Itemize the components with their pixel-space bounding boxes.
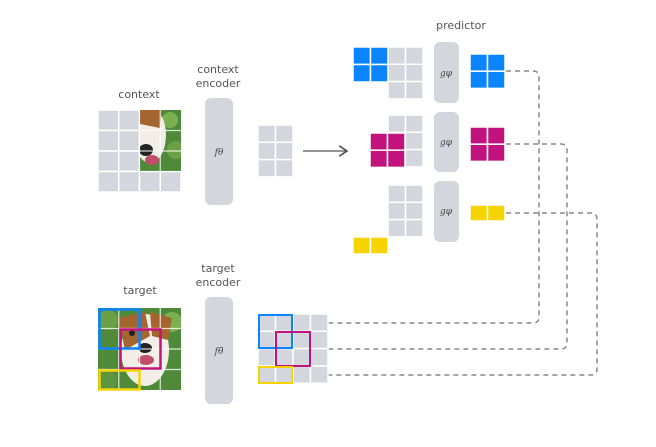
mask-token-patch [404,46,424,66]
context-block-1-patch [352,63,372,83]
target-embedding-patch [309,347,329,367]
context-patch [118,150,141,173]
target-embedding-patch [309,365,329,384]
target-embedding-patch [274,347,294,367]
predicted-block-2-patch [486,126,506,145]
mask-token-patch [404,80,424,100]
context-patch [97,109,120,132]
context-embedding-patch [257,158,277,178]
context-encoder-block [205,98,233,205]
predicted-block-1-patch [486,70,506,90]
context-embedding-patch [257,124,277,144]
predictor-rows [352,46,506,255]
predicted-block-2-patch [486,143,506,163]
target-label: target [123,284,157,297]
context-embedding-patch [274,158,294,178]
context-embedding-patch [257,141,277,161]
target-embedding-patch [257,313,277,333]
mask-token-patch [387,184,407,204]
target-embedding-patch [309,330,329,350]
target-embedding-patch [274,313,294,333]
context-patch [118,109,141,132]
predictor-block-2 [434,112,459,172]
dashed-connector-1 [302,70,540,323]
context-label: context [118,88,160,101]
target-embedding-patch [274,330,294,350]
context-patch [97,150,120,173]
context-patch [97,170,120,193]
context-block-1-patch [352,46,372,66]
predicted-block-1-patch [469,53,489,72]
mask-token-patch [404,184,424,204]
context-encoder-function: fθ [214,148,224,158]
mask-token-patch [387,63,407,83]
context-patch [118,170,141,193]
mask-token-patch [387,80,407,100]
target-block-2-outline [119,328,162,370]
context-block-2-patch [369,149,389,169]
predictor-function-3: gφ [440,207,453,217]
context-encoder-label-2: encoder [196,77,241,90]
predictor-block-3 [434,181,459,242]
target-embedding-patch [257,347,277,367]
target-embedding-patch [292,365,312,384]
target-encoder-function: fθ̄ [214,347,224,357]
predictor-label: predictor [436,19,486,32]
mask-token-patch [404,148,424,168]
mask-token-patch [387,201,407,221]
target-encoder-label-2: encoder [196,276,241,289]
context-patch [97,129,120,152]
target-embedding-patch [309,313,329,333]
target-embedding-patch [274,365,294,384]
context-block-2-patch [369,132,389,151]
context-patch [118,129,141,152]
predicted-block-3-patch [486,204,506,222]
target-encoder-block [205,297,233,404]
target-block-3-outline [98,369,141,391]
target-embedding-patch [292,313,312,333]
mask-token-patch [387,218,407,238]
context-block-1-patch [369,46,389,66]
predictor-block-1 [434,42,459,103]
target-embedding-patch [292,330,312,350]
context-embedding-patch [274,124,294,144]
predictor-function-2: gφ [440,138,453,148]
predicted-block-2-patch [469,126,489,145]
mask-token-patch [404,63,424,83]
context-grid-lines [98,110,181,192]
predictor-function-1: gφ [440,69,453,79]
mask-token-patch [404,218,424,238]
context-block-2-patch [386,132,406,151]
predicted-block-2-patch [469,143,489,163]
context-embedding-grid [257,124,294,178]
mask-token-patch [387,114,407,134]
mask-token-patch [404,131,424,151]
predicted-block-1-patch [469,70,489,90]
predicted-block-1-patch [486,53,506,72]
predicted-block-3-patch [469,204,489,222]
mask-token-patch [404,114,424,134]
context-block-3-patch [352,236,372,255]
context-dog-photo [140,110,181,171]
target-embedding-patch [292,347,312,367]
dashed-connector-2 [316,143,568,349]
target-embedding-patch [257,365,277,384]
context-block-1-patch [369,63,389,83]
mask-token-patch [387,46,407,66]
target-embedding-block-3 [258,366,293,384]
context-patch [159,170,182,193]
mask-token-patch [404,201,424,221]
target-embedding-patch [257,330,277,350]
context-block-3-patch [369,236,389,255]
target-dog-photo [98,308,181,390]
context-embedding-patch [274,141,294,161]
context-block-2-patch [386,149,406,169]
context-encoder-label-1: context [197,63,239,76]
context-patch [138,170,161,193]
target-encoder-label-1: target [201,262,235,275]
